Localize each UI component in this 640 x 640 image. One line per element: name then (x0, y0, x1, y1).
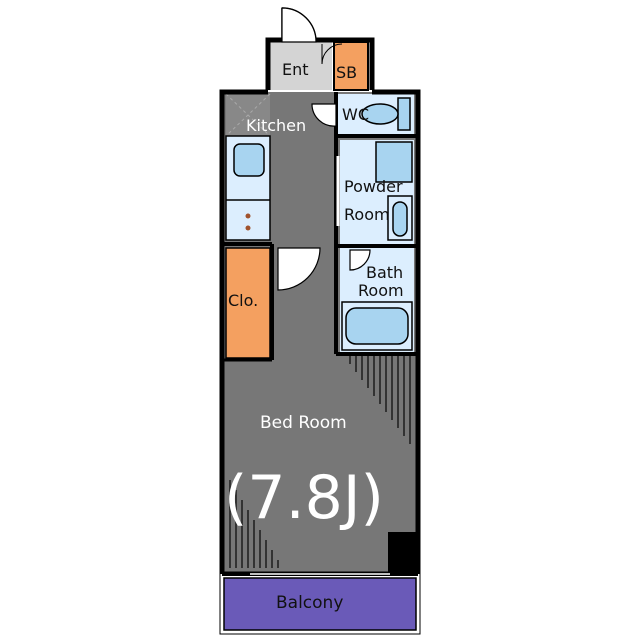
stove-burner-icon (245, 213, 251, 219)
closet-label: Clo. (228, 291, 258, 310)
entrance-label: Ent (282, 60, 309, 79)
bath-room-label-1: Bath (366, 263, 403, 282)
bath-door (349, 249, 371, 271)
washer-icon (392, 201, 408, 237)
walls (219, 37, 421, 576)
balcony (223, 577, 417, 631)
wc-door (311, 103, 337, 127)
bed-room-size: (7.8J) (224, 463, 384, 533)
kitchen-label: Kitchen (246, 116, 306, 135)
bedroom-hatching (229, 356, 411, 568)
entrance-door-swing (281, 7, 317, 43)
sink-icon (233, 143, 265, 177)
closet (225, 247, 271, 359)
balcony-label: Balcony (276, 593, 343, 613)
toilet-bowl-icon (361, 103, 399, 125)
shoe-box-label: SB (336, 63, 357, 82)
shoe-box-door (321, 43, 343, 65)
bed-room-label: Bed Room (260, 413, 347, 433)
bathtub-basin (345, 307, 409, 345)
washbasin-icon (375, 141, 413, 183)
bath-room-label-2: Room (358, 281, 404, 300)
structural-pillar (388, 532, 416, 572)
powder-room-label-2: Room (344, 205, 390, 224)
bedroom-door (277, 247, 321, 291)
wc-label: WC (342, 105, 369, 124)
powder-room-label-1: Powder (344, 177, 403, 196)
toilet-tank-icon (397, 97, 411, 131)
stove-burner-icon (245, 225, 251, 231)
